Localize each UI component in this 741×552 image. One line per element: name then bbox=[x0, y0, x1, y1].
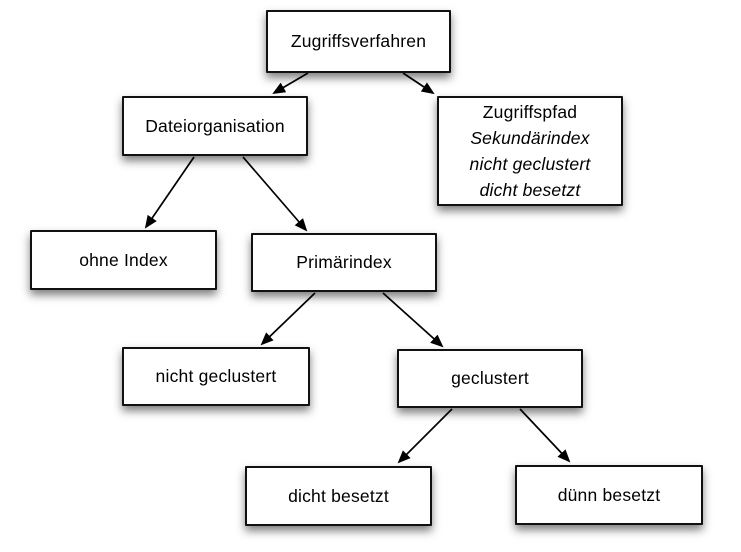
edge-geclustert-dicht-besetzt bbox=[397, 408, 453, 464]
node-dicht-besetzt-label: dicht besetzt bbox=[288, 485, 389, 506]
edge-primaerindex-nicht-geclustert bbox=[260, 292, 316, 346]
edge-zugriffsverfahren-dateiorganisation bbox=[272, 72, 309, 95]
node-primaerindex: Primärindex bbox=[251, 233, 437, 292]
node-geclustert: geclustert bbox=[397, 349, 583, 408]
edge-geclustert-duenn-besetzt bbox=[519, 408, 571, 463]
node-ohne-index-label: ohne Index bbox=[79, 249, 168, 270]
node-dateiorganisation-label: Dateiorganisation bbox=[145, 115, 285, 136]
node-ohne-index: ohne Index bbox=[30, 230, 217, 290]
node-zugriffsverfahren: Zugriffsverfahren bbox=[266, 10, 451, 73]
node-zugriffspfad: Zugriffspfad Sekundärindex nicht geclust… bbox=[437, 96, 623, 206]
edge-zugriffsverfahren-zugriffspfad bbox=[402, 72, 435, 95]
node-zugriffspfad-title: Zugriffspfad bbox=[482, 102, 578, 122]
node-nicht-geclustert: nicht geclustert bbox=[122, 347, 310, 406]
node-zugriffspfad-line-nicht-geclustert: nicht geclustert bbox=[469, 154, 591, 174]
node-primaerindex-label: Primärindex bbox=[296, 252, 392, 272]
node-zugriffspfad-line-dicht-besetzt: dicht besetzt bbox=[479, 180, 581, 200]
node-geclustert-label: geclustert bbox=[451, 368, 529, 388]
node-dateiorganisation: Dateiorganisation bbox=[122, 96, 308, 156]
node-dicht-besetzt: dicht besetzt bbox=[245, 466, 432, 526]
node-zugriffspfad-line-sekundaerindex: Sekundärindex bbox=[470, 128, 590, 148]
edge-primaerindex-geclustert bbox=[382, 292, 444, 348]
edge-dateiorganisation-ohne-index bbox=[144, 156, 195, 229]
node-nicht-geclustert-label: nicht geclustert bbox=[155, 366, 277, 386]
node-duenn-besetzt: dünn besetzt bbox=[515, 465, 703, 525]
edge-dateiorganisation-primaerindex bbox=[242, 156, 308, 232]
node-zugriffsverfahren-label: Zugriffsverfahren bbox=[290, 31, 427, 51]
node-duenn-besetzt-label: dünn besetzt bbox=[557, 484, 661, 505]
